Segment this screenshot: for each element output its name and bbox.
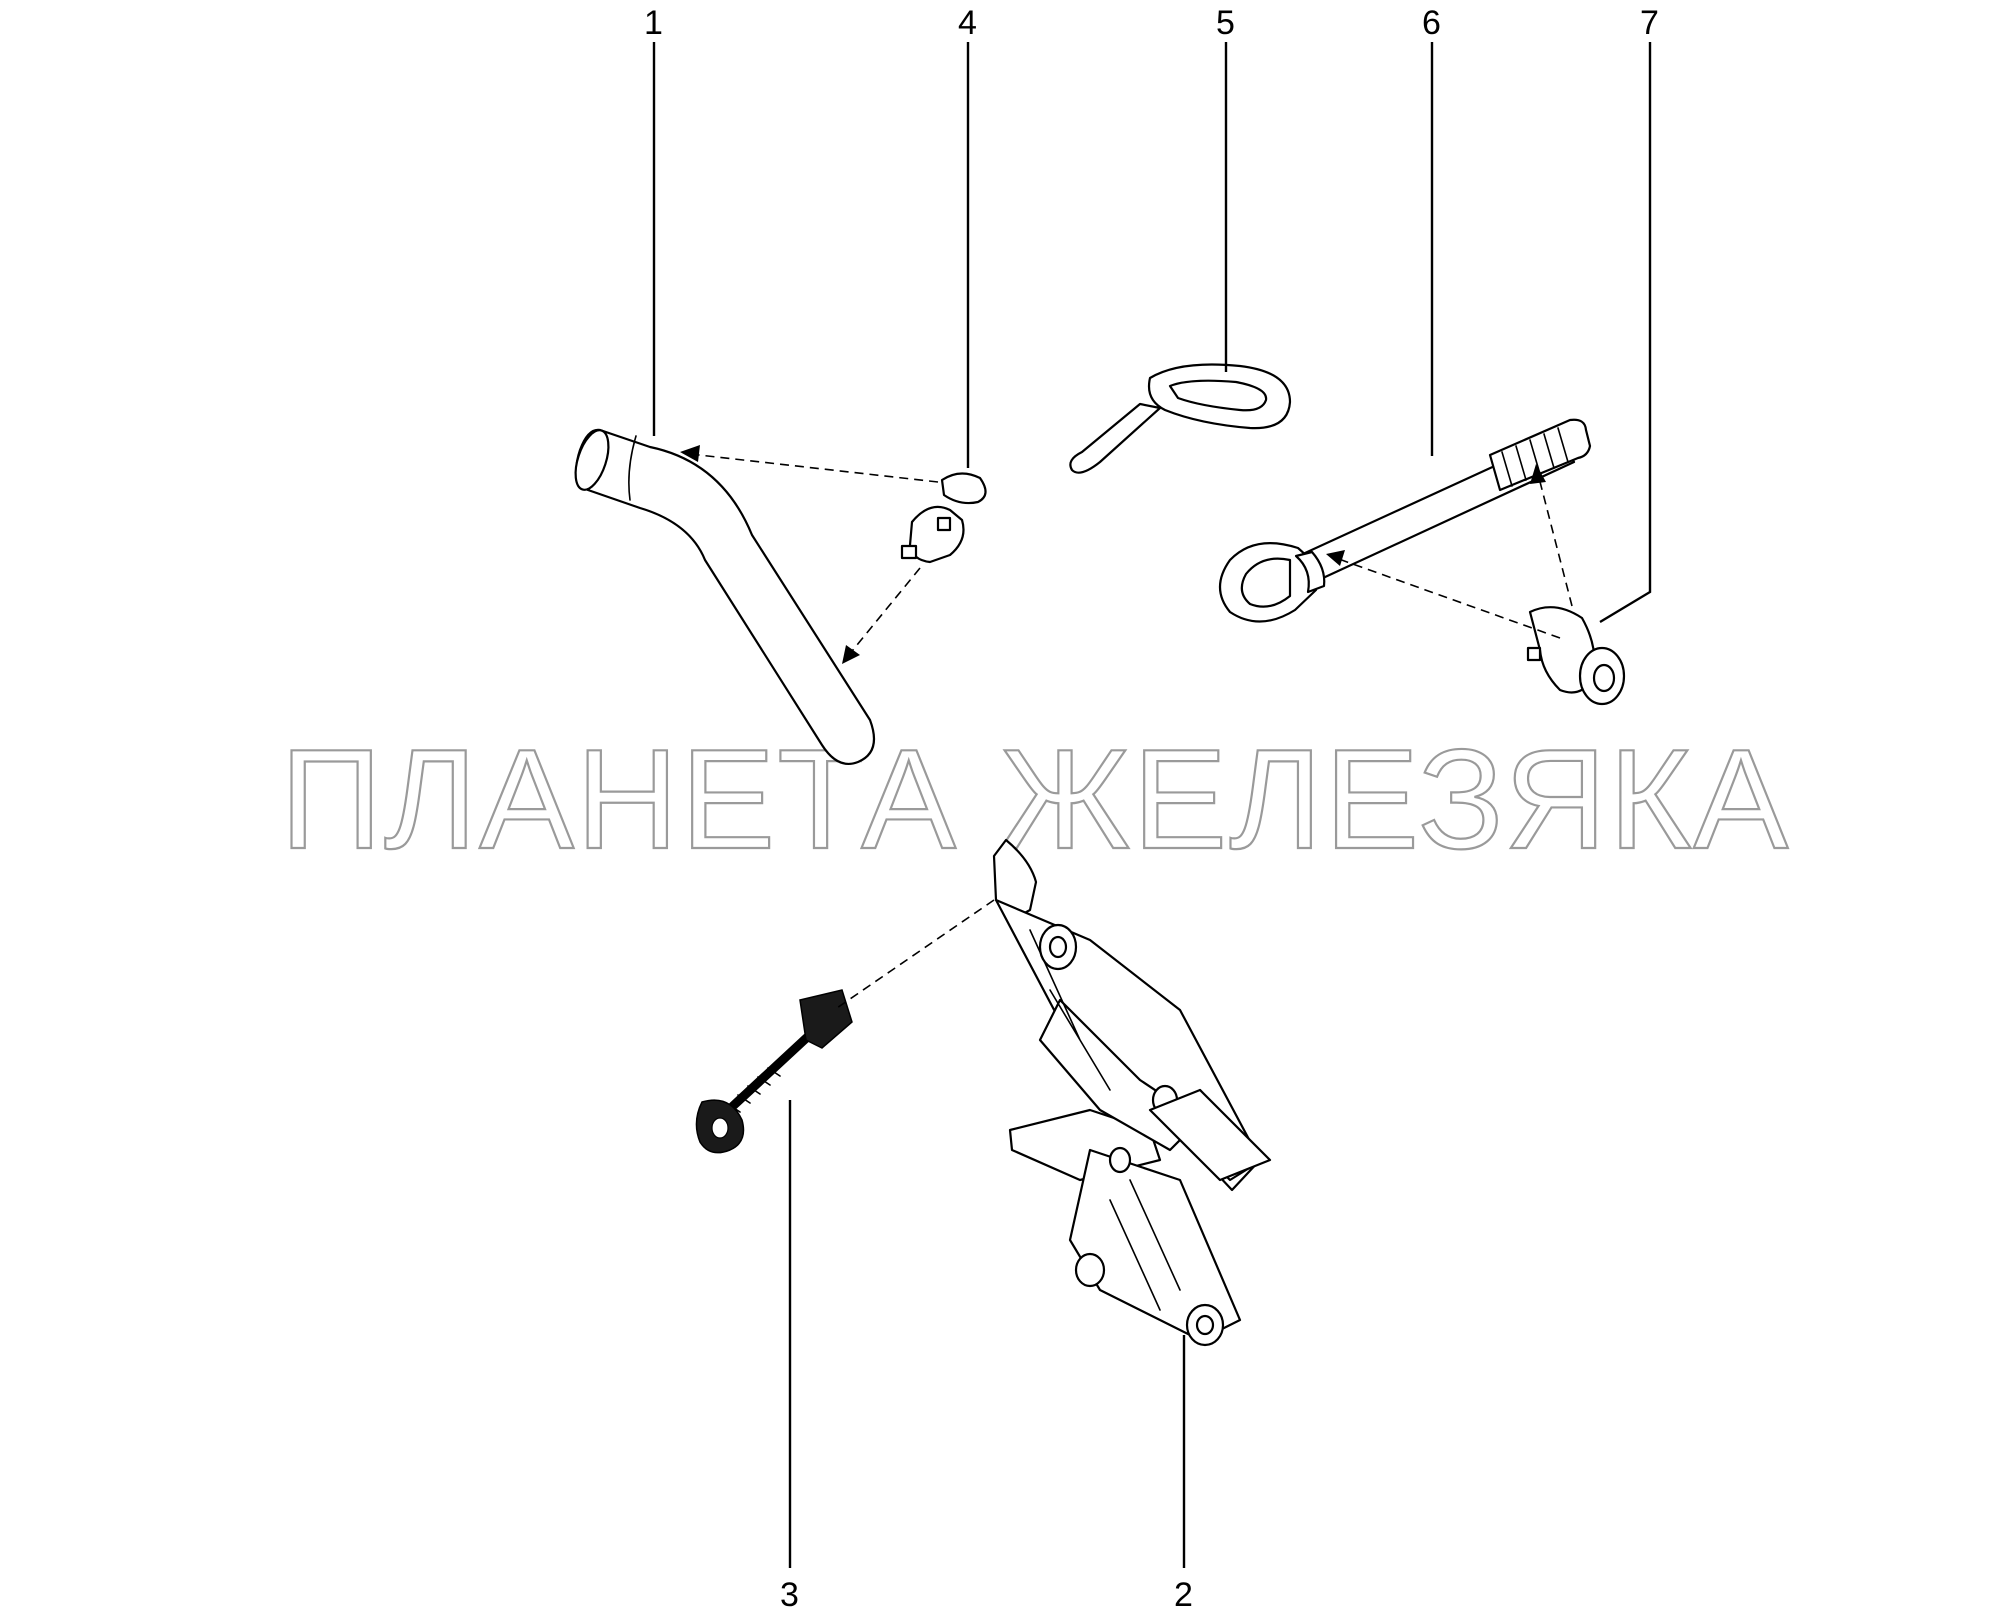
callout-labels: 1 4 5 6 7 3 2 bbox=[644, 4, 1659, 1614]
part-4-clip bbox=[900, 472, 987, 564]
callout-2: 2 bbox=[1174, 1576, 1193, 1614]
assembly-line-4-to-1-lower bbox=[847, 567, 921, 657]
callout-7: 7 bbox=[1640, 4, 1659, 42]
watermark-text: ПЛАНЕТА ЖЕЛЕЗЯКА bbox=[280, 720, 1790, 879]
part-5-hook bbox=[1069, 363, 1292, 474]
part-7-clip bbox=[1526, 606, 1626, 706]
callout-6: 6 bbox=[1422, 4, 1441, 42]
assembly-lines bbox=[680, 445, 1573, 1011]
assembly-line-4-to-1 bbox=[689, 453, 939, 483]
assembly-line-3-to-2 bbox=[833, 899, 995, 1011]
part-6-tow-eye-rod bbox=[1218, 418, 1592, 623]
callout-1: 1 bbox=[644, 4, 663, 42]
arrowhead-4-to-1 bbox=[680, 445, 700, 462]
part-1-jack-handle bbox=[574, 428, 876, 766]
arrowhead-7-to-6 bbox=[1326, 550, 1345, 566]
callout-5: 5 bbox=[1216, 4, 1235, 42]
leader-7 bbox=[1599, 42, 1652, 624]
callout-3: 3 bbox=[780, 1576, 799, 1614]
assembly-line-7-to-6 bbox=[1335, 557, 1561, 639]
part-3-bolt bbox=[695, 989, 853, 1154]
assembly-line-7-to-6-upper bbox=[1537, 473, 1573, 607]
leader-lines bbox=[652, 42, 1652, 1568]
part-2-scissor-jack bbox=[992, 838, 1272, 1347]
arrowhead-4-to-1-lower bbox=[842, 645, 860, 664]
callout-4: 4 bbox=[958, 4, 977, 42]
arrowhead-7-to-6-upper bbox=[1530, 464, 1546, 484]
